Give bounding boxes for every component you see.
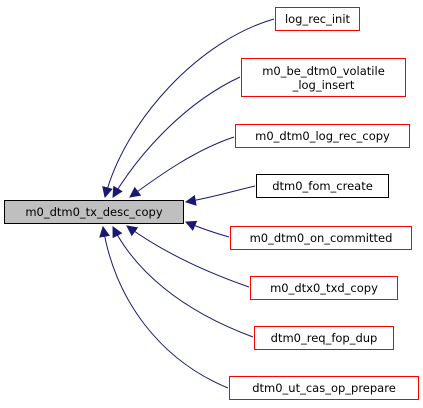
edge-be-dtm0-volatile (112, 76, 241, 198)
caller-node-dtx0-txd-copy[interactable]: m0_dtx0_txd_copy (250, 276, 398, 300)
caller-label-dtm0-req-fop-dup: dtm0_req_fop_dup (270, 331, 378, 345)
edge-dtm0-req-fop-dup (112, 226, 254, 338)
caller-label-log-rec-init: log_rec_init (284, 12, 351, 26)
caller-node-dtm0-fom-create[interactable]: dtm0_fom_create (256, 174, 389, 198)
focus-node: m0_dtm0_tx_desc_copy (4, 200, 184, 224)
edge-dtm0-fom-create (184, 185, 256, 206)
caller-label-be-dtm0-volatile-line1: m0_be_dtm0_volatile (262, 63, 385, 78)
caller-label-dtm0-fom-create: dtm0_fom_create (272, 179, 373, 193)
caller-node-dtm0-ut-cas-op-prepare[interactable]: dtm0_ut_cas_op_prepare (229, 376, 419, 400)
caller-label-be-dtm0-volatile-line2: _log_insert (292, 77, 355, 92)
edge-dtm0-log-rec-copy (129, 136, 235, 198)
focus-node-label: m0_dtm0_tx_desc_copy (25, 205, 163, 219)
caller-node-log-rec-init[interactable]: log_rec_init (275, 7, 360, 31)
caller-node-dtm0-on-committed[interactable]: m0_dtm0_on_committed (230, 226, 412, 250)
edge-dtm0-ut-cas-op-prepare (99, 225, 229, 389)
caller-label-dtm0-on-committed: m0_dtm0_on_committed (249, 231, 393, 245)
caller-node-dtm0-req-fop-dup[interactable]: dtm0_req_fop_dup (254, 326, 394, 350)
edge-log-rec-init (102, 18, 275, 199)
caller-node-dtm0-log-rec-copy[interactable]: m0_dtm0_log_rec_copy (235, 124, 410, 148)
caller-label-dtx0-txd-copy: m0_dtx0_txd_copy (270, 281, 378, 295)
caller-node-be-dtm0-volatile-log-insert[interactable]: m0_be_dtm0_volatile _log_insert (241, 58, 406, 97)
edge-dtm0-on-committed (184, 220, 230, 238)
caller-label-dtm0-log-rec-copy: m0_dtm0_log_rec_copy (255, 129, 390, 143)
caller-label-dtm0-ut-cas-op-prepare: dtm0_ut_cas_op_prepare (252, 381, 396, 395)
edge-dtx0-txd-copy (126, 225, 250, 288)
